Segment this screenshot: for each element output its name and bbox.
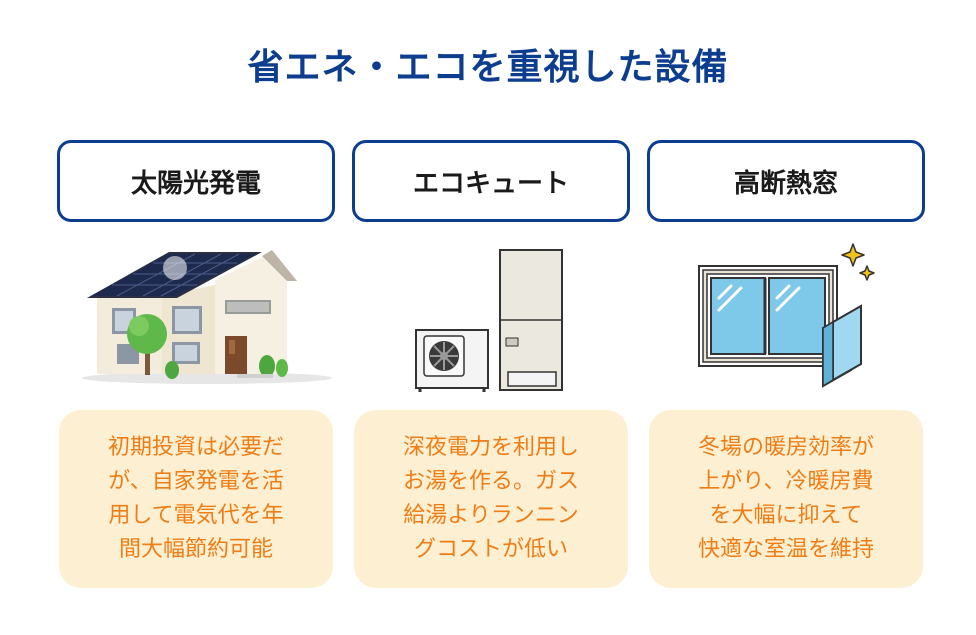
feature-label-box: 太陽光発電: [57, 140, 335, 222]
page-title: 省エネ・エコを重視した設備: [247, 47, 729, 88]
feature-description-box: 深夜電力を利用し お湯を作る。ガス 給湯よりランニン グコストが低い: [354, 410, 628, 588]
feature-description-box: 初期投資は必要だ が、自家発電を活 用して電気代を年 間大幅節約可能: [59, 410, 333, 588]
solar-house-icon: [57, 236, 335, 396]
feature-label: エコキュート: [412, 168, 569, 199]
feature-label: 高断熱窓: [733, 168, 838, 199]
feature-description: 冬場の暖房効率が 上がり、冷暖房費 を大幅に抑えて 快適な室温を維持: [697, 435, 874, 562]
feature-label-box: 高断熱窓: [647, 140, 925, 222]
feature-label: 太陽光発電: [130, 168, 261, 199]
heat-pump-water-heater-icon: [352, 236, 630, 396]
feature-description: 初期投資は必要だ が、自家発電を活 用して電気代を年 間大幅節約可能: [107, 435, 284, 562]
feature-description-box: 冬場の暖房効率が 上がり、冷暖房費 を大幅に抑えて 快適な室温を維持: [649, 410, 923, 588]
insulated-window-icon: [647, 236, 925, 396]
feature-label-box: エコキュート: [352, 140, 630, 222]
feature-description: 深夜電力を利用し お湯を作る。ガス 給湯よりランニン グコストが低い: [402, 435, 579, 562]
